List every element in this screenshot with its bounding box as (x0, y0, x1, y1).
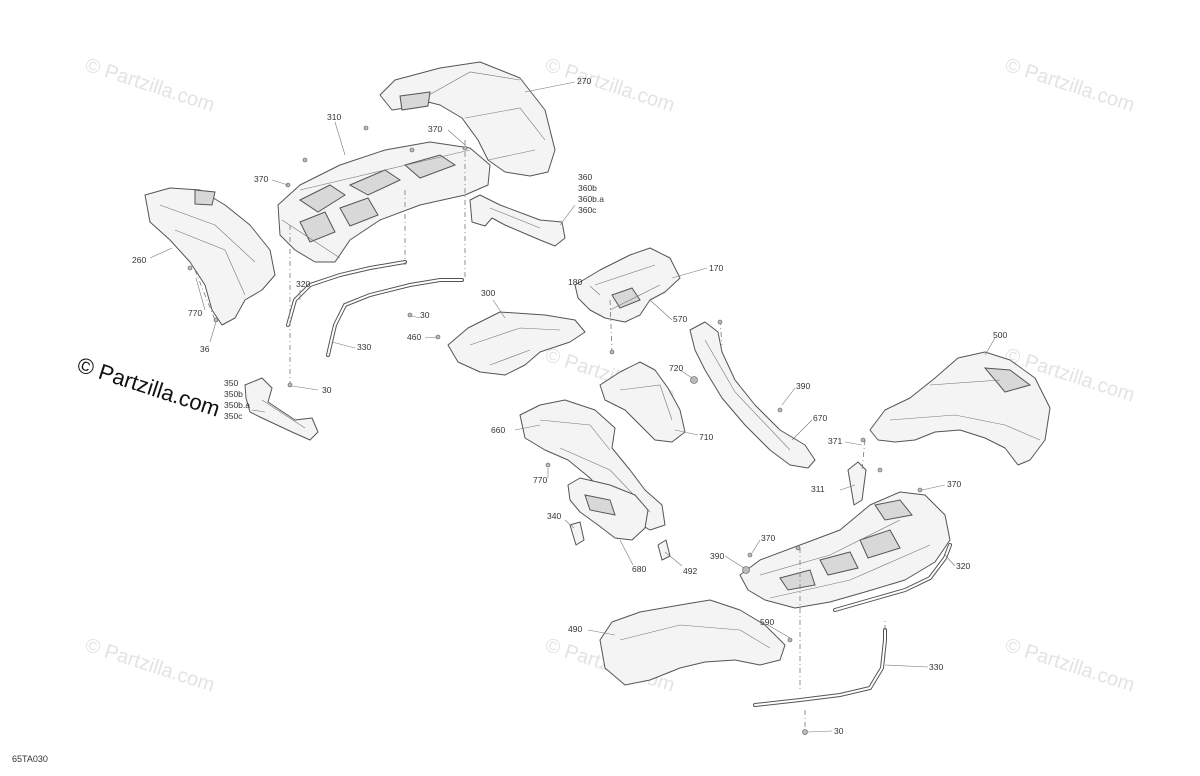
part-front-rack (739, 491, 951, 609)
leader-lines (149, 81, 996, 733)
callout-30: 30 (322, 385, 332, 395)
callout-30: 30 (834, 726, 844, 736)
part-680-panel (567, 477, 649, 541)
callout-350b-a: 350b.a (224, 400, 250, 410)
part-320-330-upper-rods (286, 260, 464, 357)
watermark: © Partzilla.com (1002, 54, 1137, 117)
part-492-bracket (657, 539, 671, 561)
callout-330: 330 (929, 662, 943, 672)
callout-labels: 270 310 370 370 260 770 36 320 30 330 30… (132, 76, 1007, 736)
callout-500: 500 (993, 330, 1007, 340)
callout-680: 680 (632, 564, 646, 574)
part-300-panel (447, 311, 586, 376)
callout-36: 36 (200, 344, 210, 354)
callout-180: 180 (568, 277, 582, 287)
callout-350c: 350c (224, 411, 243, 421)
brand-watermark: © Partzilla.com (74, 352, 223, 422)
part-670-inner-panel (689, 321, 816, 469)
part-350-grab-handle (244, 377, 319, 441)
callout-492: 492 (683, 566, 697, 576)
part-270-rear-fender (379, 61, 556, 177)
callout-770: 770 (533, 475, 547, 485)
callout-710: 710 (699, 432, 713, 442)
part-260-rear-side-panel (144, 187, 276, 326)
callout-770: 770 (188, 308, 202, 318)
callout-570: 570 (673, 314, 687, 324)
callout-30: 30 (420, 310, 430, 320)
callout-670: 670 (813, 413, 827, 423)
watermark: © Partzilla.com (542, 54, 677, 117)
callout-460: 460 (407, 332, 421, 342)
callout-390: 390 (796, 381, 810, 391)
callout-370: 370 (947, 479, 961, 489)
callout-330: 330 (357, 342, 371, 352)
callout-270: 270 (577, 76, 591, 86)
callout-170: 170 (709, 263, 723, 273)
callout-260: 260 (132, 255, 146, 265)
part-490-front-side-panel (599, 599, 786, 686)
callout-320: 320 (296, 279, 310, 289)
figure-code: 65TA030 (12, 754, 48, 764)
callout-300: 300 (481, 288, 495, 298)
callout-311: 311 (811, 484, 825, 494)
callout-390: 390 (710, 551, 724, 561)
callout-370: 370 (761, 533, 775, 543)
callout-370: 370 (428, 124, 442, 134)
part-311-bracket (847, 461, 867, 506)
watermark: © Partzilla.com (1002, 634, 1137, 697)
callout-310: 310 (327, 112, 341, 122)
callout-360b-a: 360b.a (578, 194, 604, 204)
part-170-180-bracket (574, 247, 681, 323)
watermark: © Partzilla.com (82, 634, 217, 697)
part-310-rear-rack (277, 141, 491, 263)
callout-360b: 360b (578, 183, 597, 193)
callout-490: 490 (568, 624, 582, 634)
part-360-grab-handle (469, 194, 566, 247)
callout-340: 340 (547, 511, 561, 521)
part-340-bracket (569, 521, 585, 546)
callout-360c: 360c (578, 205, 597, 215)
callout-371: 371 (828, 436, 842, 446)
callout-590: 590 (760, 617, 774, 627)
callout-350b: 350b (224, 389, 243, 399)
callout-660: 660 (491, 425, 505, 435)
hardware (187, 125, 923, 735)
part-500-front-fender (869, 351, 1051, 466)
callout-350: 350 (224, 378, 238, 388)
callout-360: 360 (578, 172, 592, 182)
callout-720: 720 (669, 363, 683, 373)
callout-320: 320 (956, 561, 970, 571)
callout-370: 370 (254, 174, 268, 184)
watermark: © Partzilla.com (82, 54, 217, 117)
